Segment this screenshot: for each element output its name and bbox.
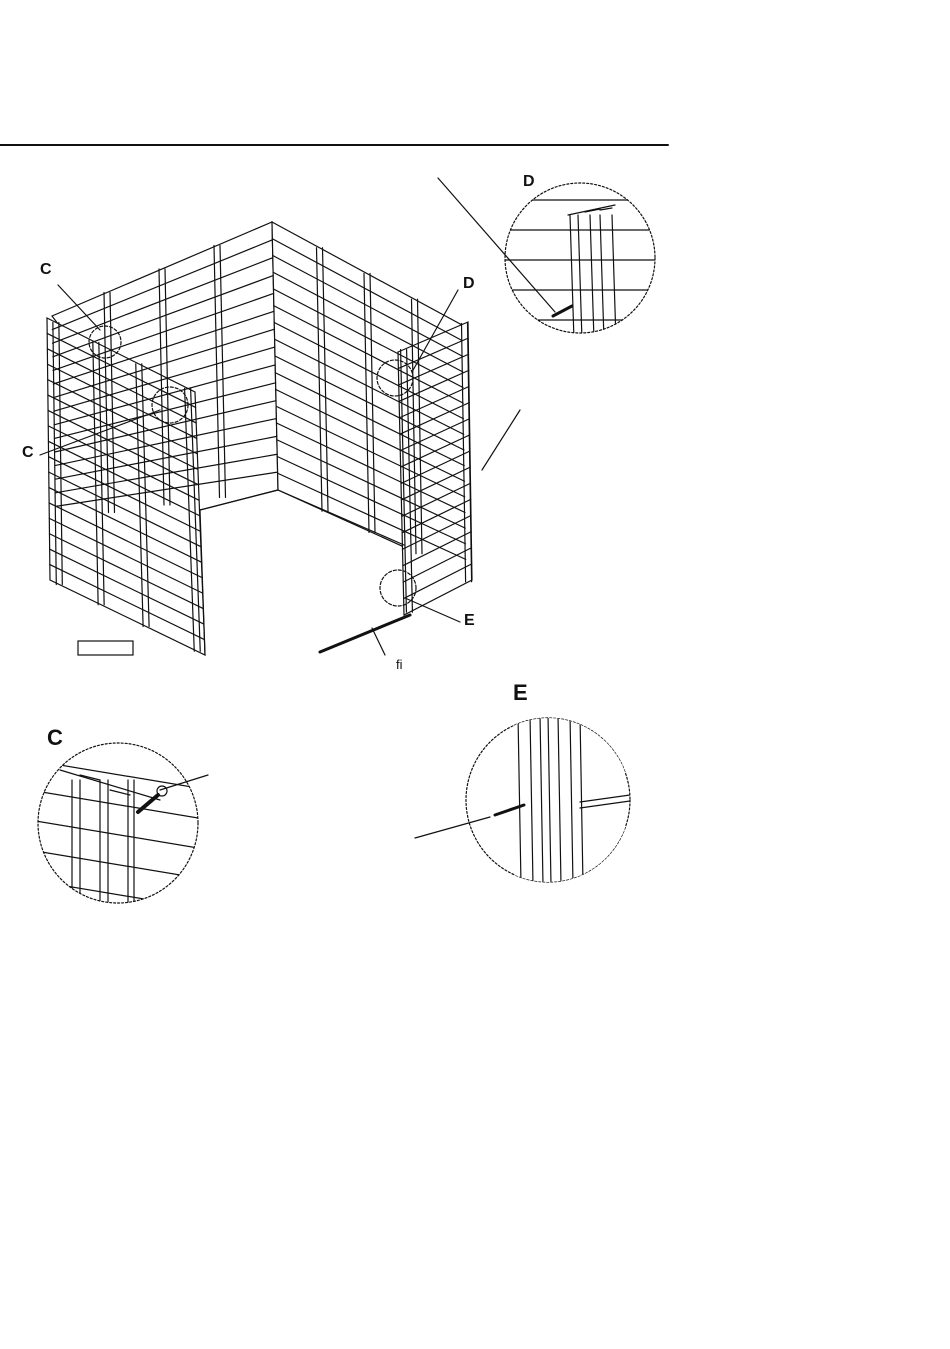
shed-assembly [40,222,520,655]
part-label-box [78,641,133,655]
label-c-top: C [40,262,52,278]
detail-c-slat [30,760,210,790]
detail-d-screw [553,306,572,316]
detail-d-post [612,215,616,340]
detail-c-slat [30,820,210,850]
detail-c-rail [60,770,160,800]
label-d-main: D [463,276,475,292]
detail-e-leader [415,817,490,838]
detail-c-circle [38,743,198,903]
detail-d [438,178,660,350]
label-detail-d: D [523,174,535,190]
detail-d-post [600,215,604,340]
detail-d-post [578,215,582,340]
leader-right [482,410,520,470]
detail-c [30,743,210,910]
detail-d-post [590,215,594,340]
label-detail-c: C [47,727,63,749]
threshold-bar [320,615,410,652]
label-detail-e: E [513,682,528,704]
leader-fi [372,628,385,655]
label-fi: ﬁ [396,658,403,671]
detail-d-leader [438,178,555,312]
detail-c-slat [30,880,210,910]
detail-c-slat [30,790,210,820]
detail-e [415,715,630,886]
detail-c-slot [110,790,130,795]
detail-d-cap [568,205,615,215]
label-c-left: C [22,445,34,461]
detail-d-circle [505,183,655,333]
detail-c-screw-head [157,786,167,796]
detail-d-post [570,215,574,340]
label-e-main: E [464,613,475,629]
